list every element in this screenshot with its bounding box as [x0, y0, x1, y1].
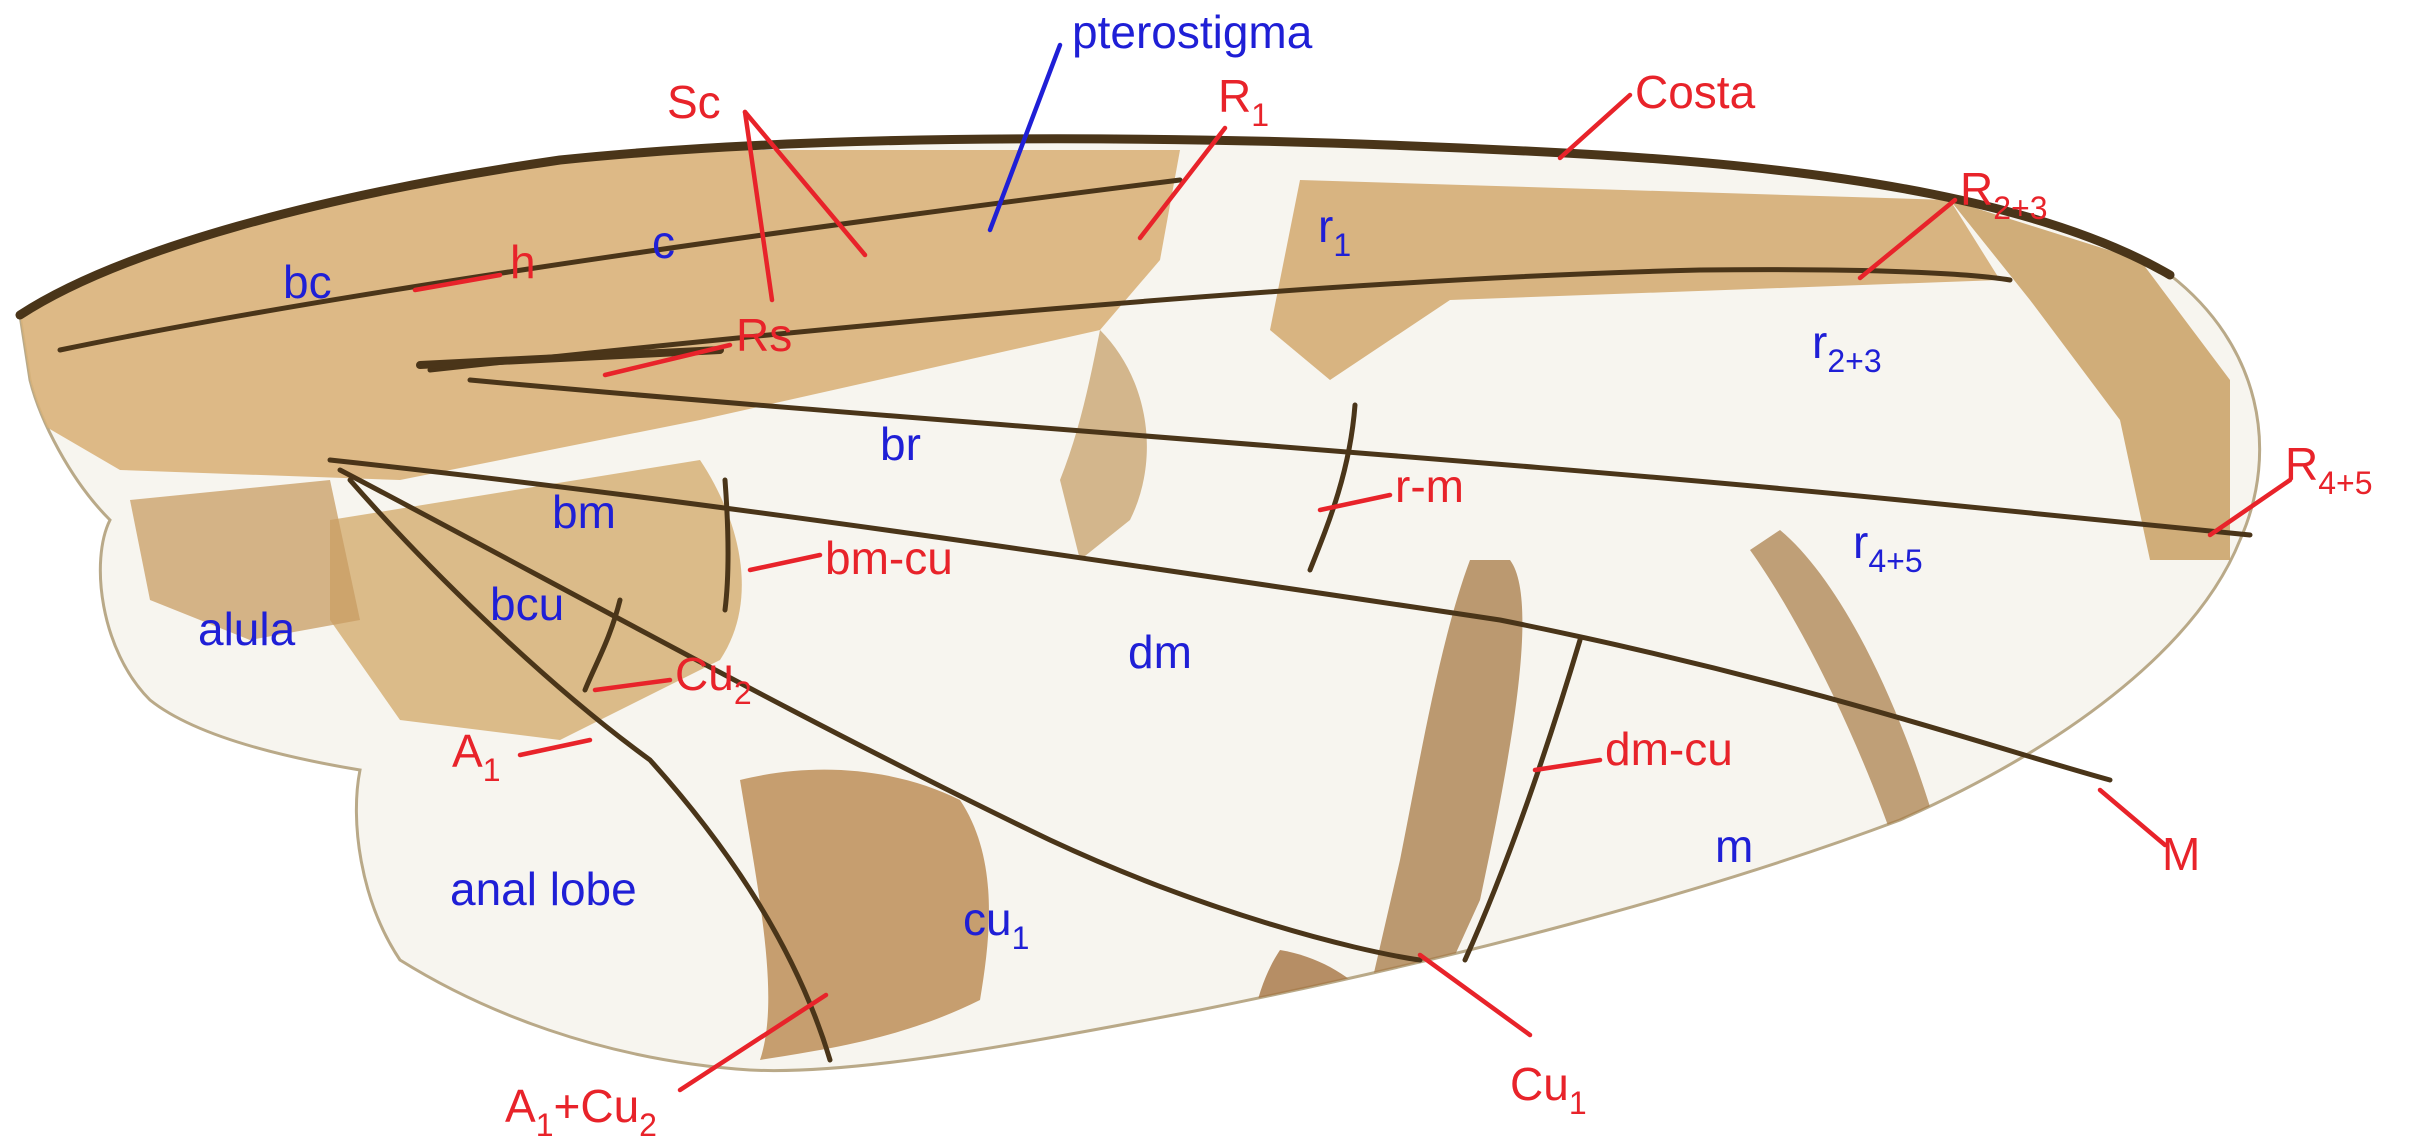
vein-label-costa: Costa: [1635, 66, 1756, 118]
vein-label-r-m: r-m: [1395, 460, 1464, 512]
cell-label-c: c: [652, 216, 675, 268]
vein-label-r4-5: R4+5: [2285, 438, 2373, 501]
cell-label-m: m: [1715, 820, 1753, 872]
vein-label-a1-cu2: A1+Cu2: [505, 1080, 657, 1138]
cell-label-bcu: bcu: [490, 578, 564, 630]
vein-label-h: h: [510, 236, 536, 288]
cell-label-bc: bc: [283, 256, 332, 308]
vein-label-bm-cu: bm-cu: [825, 532, 953, 584]
vein-label-dm-cu: dm-cu: [1605, 723, 1733, 775]
vein-label-r1: R1: [1218, 70, 1269, 133]
cell-label-dm: dm: [1128, 626, 1192, 678]
vein-label-cu1: Cu1: [1510, 1058, 1587, 1121]
vein-label-rs: Rs: [736, 309, 792, 361]
cell-label-pterostigma: pterostigma: [1072, 6, 1313, 58]
cell-label-bm: bm: [552, 486, 616, 538]
cell-label-br: br: [880, 418, 921, 470]
vein-label-sc: Sc: [667, 76, 721, 128]
vein-label-m: M: [2162, 828, 2200, 880]
cell-label-alula: alula: [198, 603, 296, 655]
cell-label-anal-lobe: anal lobe: [450, 863, 637, 915]
